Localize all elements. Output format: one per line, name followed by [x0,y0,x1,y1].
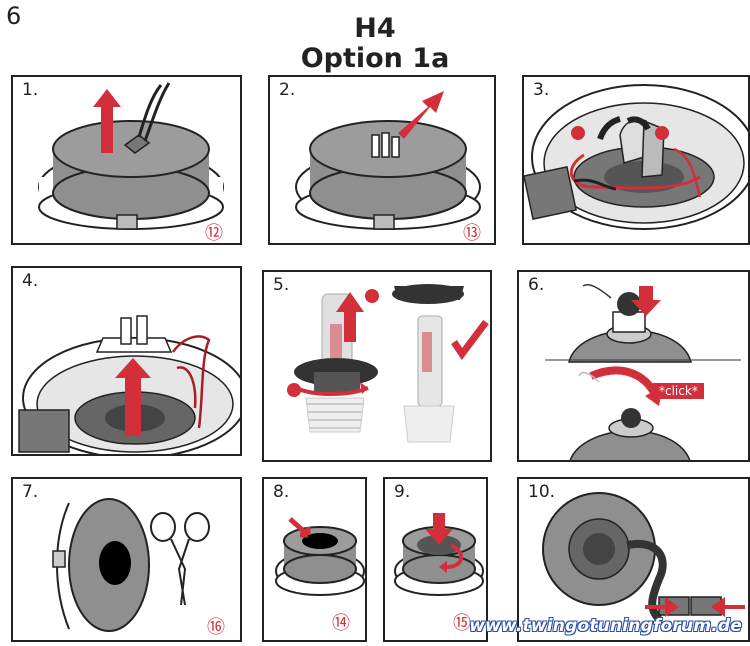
step-7-panel: 7. ⑯ [11,477,242,642]
step-5-number: 5. [273,275,290,295]
step-8-number: 8. [273,482,290,502]
step-10-illustration [542,492,745,622]
step-9-reference: ⑮ [453,613,471,634]
step-5-panel: 5. [262,270,492,462]
step-8-reference: ⑭ [332,613,350,634]
step-3-illustration [524,84,748,230]
step-1-illustration [38,82,224,230]
step-4-panel: 4. [11,266,242,456]
step-10-number: 10. [528,482,556,502]
step-8-illustration [275,517,365,596]
step-2-panel: 2. ⑬ [268,75,496,245]
step-9-panel: 9. ⑮ [383,477,488,642]
step-9-illustration [394,513,484,596]
step-7-number: 7. [22,482,39,502]
title-option: Option 1a [300,43,450,74]
step-2-number: 2. [279,80,296,100]
step-4-illustration [18,315,240,454]
step-2-reference: ⑬ [463,223,481,244]
step-7-illustration [52,498,210,632]
page-title: H4 Option 1a [0,14,750,74]
title-h4: H4 [354,13,396,44]
step-6-illustration [545,284,741,460]
page-number: 6 [6,2,22,30]
step-6-number: 6. [528,275,545,295]
step-1-number: 1. [22,80,39,100]
step-5-illustration [287,284,489,443]
step-4-number: 4. [22,271,39,291]
step-1-panel: 1. ⑫ [11,75,242,245]
step-9-number: 9. [394,482,411,502]
click-label: *click* [653,383,704,399]
step-6-panel: 6. *click* [517,270,750,462]
step-1-reference: ⑫ [205,223,223,244]
step-10-panel: 10. [517,477,750,642]
step-2-illustration [295,91,481,230]
step-3-number: 3. [533,80,550,100]
step-7-reference: ⑯ [207,617,225,638]
step-8-panel: 8. ⑭ [262,477,367,642]
watermark: www.twingotuningforum.de [469,616,742,636]
step-3-panel: 3. [522,75,750,245]
